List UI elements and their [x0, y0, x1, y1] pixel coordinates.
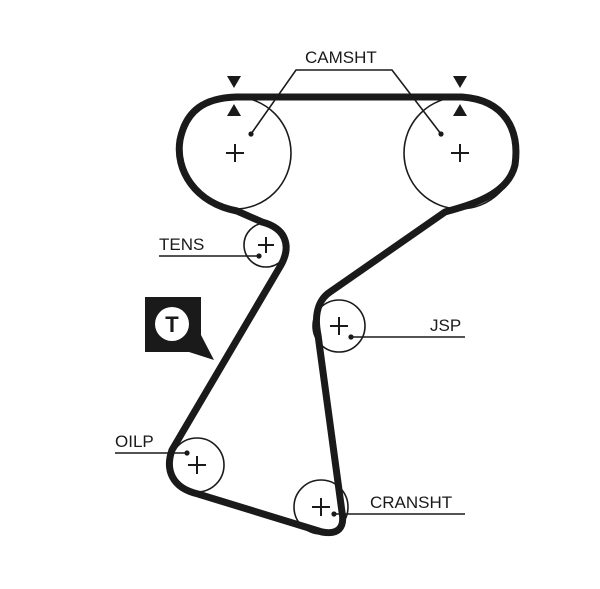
crankshaft-pulley [293, 479, 349, 535]
tensioner-tool-badge-icon: T [145, 297, 214, 360]
oil-pump-label: OILP [115, 432, 154, 451]
tensioner-label: TENS [159, 235, 204, 254]
oil-pump-pulley [169, 437, 225, 493]
camshaft-leader-lines [248, 69, 444, 137]
camshaft-label: CAMSHT [305, 48, 377, 67]
jackshaft-leader-line [348, 334, 465, 340]
crankshaft-leader-line [331, 511, 465, 517]
timing-mark-left [227, 76, 241, 116]
timing-mark-down-arrow-left [227, 76, 241, 88]
timing-mark-up-arrow-left [227, 104, 241, 116]
timing-belt [165, 93, 520, 537]
tensioner-pulley [243, 222, 289, 268]
camshaft-pulley-left [178, 96, 292, 210]
timing-mark-up-arrow-right [453, 104, 467, 116]
crankshaft-label: CRANSHT [370, 493, 452, 512]
badge-letter: T [165, 312, 179, 337]
tensioner-leader-line [159, 253, 262, 259]
jackshaft-pulley [312, 299, 366, 353]
jackshaft-label: JSP [430, 316, 461, 335]
oil-pump-leader-line [115, 450, 190, 456]
camshaft-pulley-right [403, 96, 517, 210]
timing-mark-right [453, 76, 467, 116]
timing-mark-down-arrow-right [453, 76, 467, 88]
